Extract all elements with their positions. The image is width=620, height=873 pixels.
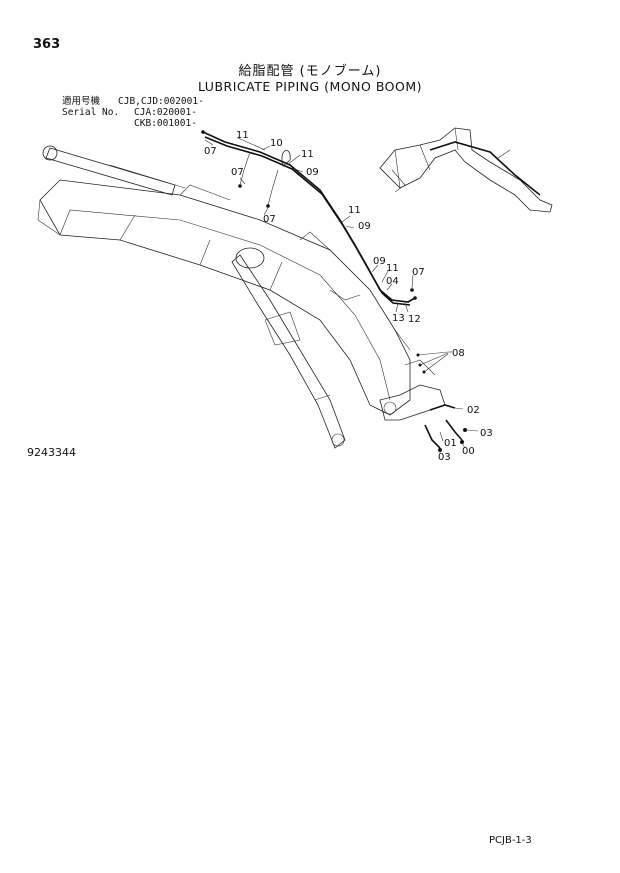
callout-11: 11	[301, 149, 314, 160]
inset-front-attachment	[379, 127, 553, 213]
callout-00: 00	[462, 446, 475, 457]
callout-03: 03	[480, 428, 493, 439]
callout-11: 11	[236, 130, 249, 141]
leader-lines	[204, 137, 479, 453]
callout-08: 08	[452, 348, 465, 359]
callout-10: 10	[270, 138, 283, 149]
grease-nipple-group	[416, 351, 449, 374]
title-japanese: 給脂配管 (モノブーム)	[238, 64, 382, 79]
callout-09: 09	[358, 221, 371, 232]
callout-13: 13	[392, 313, 405, 324]
serial-line-3: CKB:001001-	[134, 118, 197, 129]
page-number: 363	[33, 37, 61, 52]
callout-09: 09	[306, 167, 319, 178]
callout-03: 03	[438, 452, 451, 463]
callout-07: 07	[263, 214, 276, 225]
callout-07: 07	[204, 146, 217, 157]
grease-fitting	[201, 130, 205, 134]
callout-04: 04	[386, 276, 399, 287]
serial-line-2: CJA:020001-	[134, 107, 197, 118]
callout-02: 02	[467, 405, 480, 416]
drawing-reference-number: 9243344	[27, 446, 76, 459]
boom-foot	[379, 359, 446, 421]
callout-11: 11	[386, 263, 399, 274]
serial-line-1: CJB,CJD:002001-	[118, 96, 204, 107]
callout-12: 12	[408, 314, 421, 325]
grease-fitting	[266, 204, 270, 208]
serial-label-jp: 適用号機	[62, 96, 101, 107]
serial-label-en: Serial No.	[62, 107, 120, 118]
callout-09: 09	[373, 256, 386, 267]
lubrication-hose-parallel	[204, 136, 411, 306]
grease-fitting	[238, 184, 242, 188]
callout-07: 07	[412, 267, 425, 278]
callout-11: 11	[348, 205, 361, 216]
callout-01: 01	[444, 438, 457, 449]
lower-fittings	[424, 404, 467, 452]
hose-branch-2	[267, 169, 279, 206]
hose-loop	[281, 150, 291, 167]
grease-fitting	[410, 288, 414, 292]
boom-outline	[37, 179, 411, 416]
callout-07: 07	[231, 167, 244, 178]
grease-fitting	[413, 296, 417, 300]
title-english: LUBRICATE PIPING (MONO BOOM)	[197, 79, 423, 94]
arm-cylinder	[231, 247, 346, 449]
boom-cylinder	[42, 145, 186, 196]
catalog-code: PCJB-1-3	[489, 835, 532, 846]
